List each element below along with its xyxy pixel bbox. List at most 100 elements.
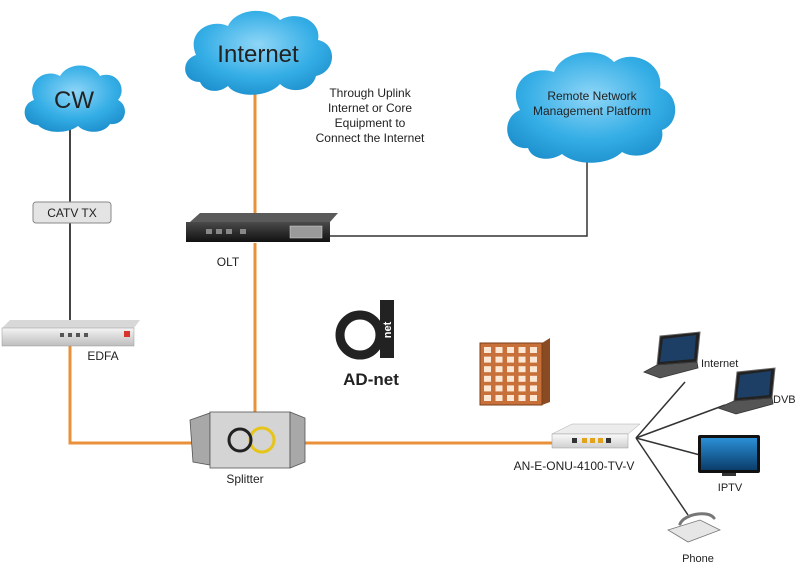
laptop-internet-icon: Internet — [643, 331, 738, 379]
cw-cloud-shape — [24, 65, 125, 132]
olt-device: OLT — [186, 213, 338, 269]
cw-cloud-label: CW — [54, 87, 94, 114]
edfa-port-2 — [68, 333, 72, 337]
building-window — [530, 375, 537, 382]
splitter-body — [209, 411, 291, 469]
tv-label: IPTV — [718, 482, 743, 494]
building-window — [507, 375, 514, 382]
logo-bar — [380, 300, 394, 358]
ad-net-logo: net AD-net — [335, 300, 399, 389]
building-icon — [479, 338, 550, 406]
building-window — [507, 347, 514, 353]
building-window — [507, 366, 514, 373]
edfa-device: EDFA — [1, 320, 140, 363]
building-window — [484, 395, 491, 401]
olt-port-1 — [206, 229, 212, 234]
edfa-label: EDFA — [87, 349, 118, 363]
building-side — [542, 338, 550, 405]
logo-name: AD-net — [343, 370, 399, 389]
building-window — [518, 347, 526, 353]
remote-management-cloud: Remote Network Management Platform — [507, 52, 676, 163]
olt-label: OLT — [217, 255, 240, 269]
building-window — [484, 356, 491, 363]
tv-iptv-icon: IPTV — [698, 435, 760, 494]
laptop1-label: Internet — [701, 358, 738, 370]
tv-screen — [701, 438, 757, 470]
onu-port-3 — [590, 438, 595, 443]
fiber-links — [68, 80, 552, 445]
phone-icon: Phone — [667, 512, 721, 565]
remote-cloud-label-line1: Remote Network — [547, 89, 637, 103]
laptop2-label: DVB — [773, 394, 796, 406]
onu-device: AN-E-ONU-4100-TV-V — [514, 423, 641, 473]
onu-port-5 — [606, 438, 611, 443]
building-window — [484, 375, 491, 382]
logo-ring — [335, 310, 385, 360]
link-onu-tv — [635, 437, 701, 456]
building-window — [495, 366, 503, 373]
edfa-port-1 — [60, 333, 64, 337]
uplink-note-line3: Equipment to — [335, 116, 406, 130]
laptop1-base — [643, 361, 699, 379]
fiber-edfa-splitter — [68, 342, 200, 445]
internet-cloud-label: Internet — [217, 41, 299, 68]
building-window — [507, 385, 514, 392]
building-window — [530, 385, 537, 392]
link-onu-laptop2 — [635, 404, 726, 439]
building-window — [507, 356, 514, 363]
edfa-port-3 — [76, 333, 80, 337]
uplink-note-line4: Connect the Internet — [316, 131, 425, 145]
olt-top — [190, 213, 338, 222]
internet-cloud: Internet — [185, 10, 333, 95]
building-window — [495, 395, 503, 401]
building-window — [484, 347, 491, 353]
building-window — [518, 385, 526, 392]
logo-letters: net — [382, 321, 394, 338]
splitter-coil-black — [227, 427, 253, 453]
building-window — [530, 356, 537, 363]
building-window — [518, 356, 526, 363]
phone-handset — [678, 512, 716, 526]
laptop2-base — [716, 397, 774, 415]
building-window — [518, 366, 526, 373]
laptop1-display — [660, 335, 696, 362]
remote-cloud-shape — [507, 52, 676, 163]
catv-tx-box: CATV TX — [32, 201, 112, 224]
building-window — [518, 395, 526, 401]
splitter-label: Splitter — [226, 472, 263, 486]
uplink-note-line2: Internet or Core — [328, 101, 412, 115]
building-window — [495, 356, 503, 363]
link-onu-phone — [635, 437, 689, 516]
catv-tx-label: CATV TX — [47, 206, 97, 220]
olt-port-2 — [216, 229, 222, 234]
building-window — [530, 395, 537, 401]
onu-label: AN-E-ONU-4100-TV-V — [514, 459, 635, 473]
building-window — [530, 366, 537, 373]
copper-links — [69, 128, 726, 516]
building-window — [507, 395, 514, 401]
onu-port-1 — [572, 438, 577, 443]
building-front — [479, 342, 543, 406]
olt-port-4 — [240, 229, 246, 234]
onu-port-4 — [598, 438, 603, 443]
phone-body — [667, 519, 721, 543]
building-window — [495, 347, 503, 353]
onu-port-2 — [582, 438, 587, 443]
remote-cloud-label-line2: Management Platform — [533, 104, 651, 118]
splitter-device: Splitter — [189, 411, 306, 486]
olt-port-3 — [226, 229, 232, 234]
uplink-note-line1: Through Uplink — [329, 86, 411, 100]
edfa-port-4 — [84, 333, 88, 337]
phone-label: Phone — [682, 553, 714, 565]
building-window — [495, 375, 503, 382]
edfa-top — [2, 320, 140, 328]
edfa-led — [124, 331, 130, 337]
tv-stand — [722, 473, 736, 476]
uplink-note: Through Uplink Internet or Core Equipmen… — [316, 86, 425, 145]
building-window — [484, 385, 491, 392]
cw-cloud: CW — [24, 65, 125, 132]
onu-top — [551, 423, 641, 435]
olt-psu — [289, 225, 323, 239]
